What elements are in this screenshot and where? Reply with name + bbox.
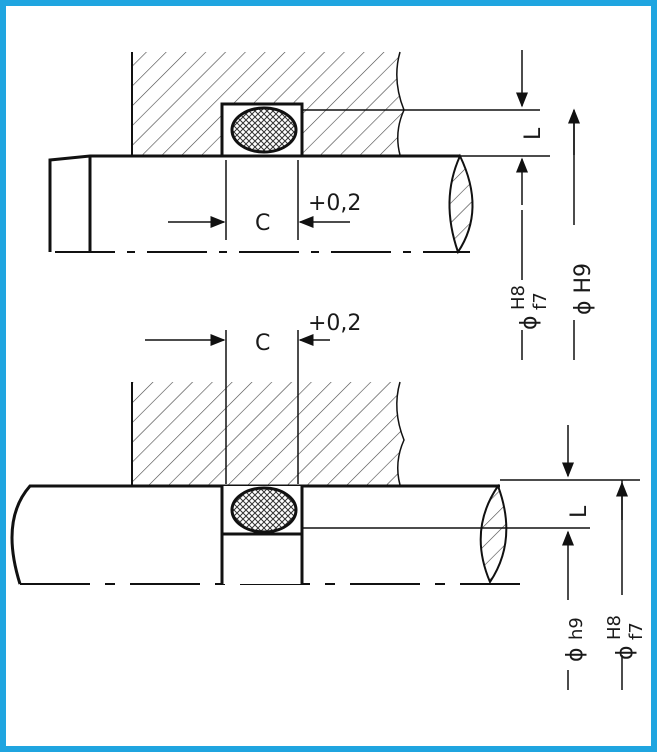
- top-l-label: L: [521, 127, 546, 140]
- top-rod-section: [448, 153, 474, 255]
- bottom-tolerance-label: +0,2: [308, 311, 361, 336]
- bottom-groove-diameter-symbol: ϕ: [563, 647, 588, 662]
- top-rod-fit-lower: f7: [530, 292, 551, 310]
- bottom-c-label: C: [255, 331, 270, 356]
- bottom-bore-fit-lower: f7: [626, 622, 647, 640]
- bottom-housing: [132, 382, 404, 485]
- top-c-label: C: [255, 211, 270, 236]
- bottom-bore-fit-upper: H8: [604, 615, 625, 640]
- top-drawing: C +0,2 L ϕ H8 f7 ϕ H9: [48, 50, 596, 360]
- top-bore-diameter-label: ϕ H9: [571, 263, 596, 315]
- bottom-groove-fit: h9: [566, 617, 587, 640]
- bottom-rod-section: [479, 483, 508, 585]
- bottom-l-label: L: [567, 505, 592, 518]
- top-tolerance-label: +0,2: [308, 191, 361, 216]
- bottom-bore-diameter-symbol: ϕ: [613, 645, 638, 660]
- top-o-ring: [230, 106, 298, 154]
- bottom-drawing: C +0,2 L ϕ h9 ϕ H8 f7: [10, 311, 647, 690]
- bottom-o-ring: [230, 486, 298, 534]
- top-rod-outline: [48, 154, 460, 252]
- top-rod-fit-upper: H8: [508, 285, 529, 310]
- bottom-rod-outline: [10, 484, 500, 585]
- top-rod-diameter-symbol: ϕ: [517, 315, 542, 330]
